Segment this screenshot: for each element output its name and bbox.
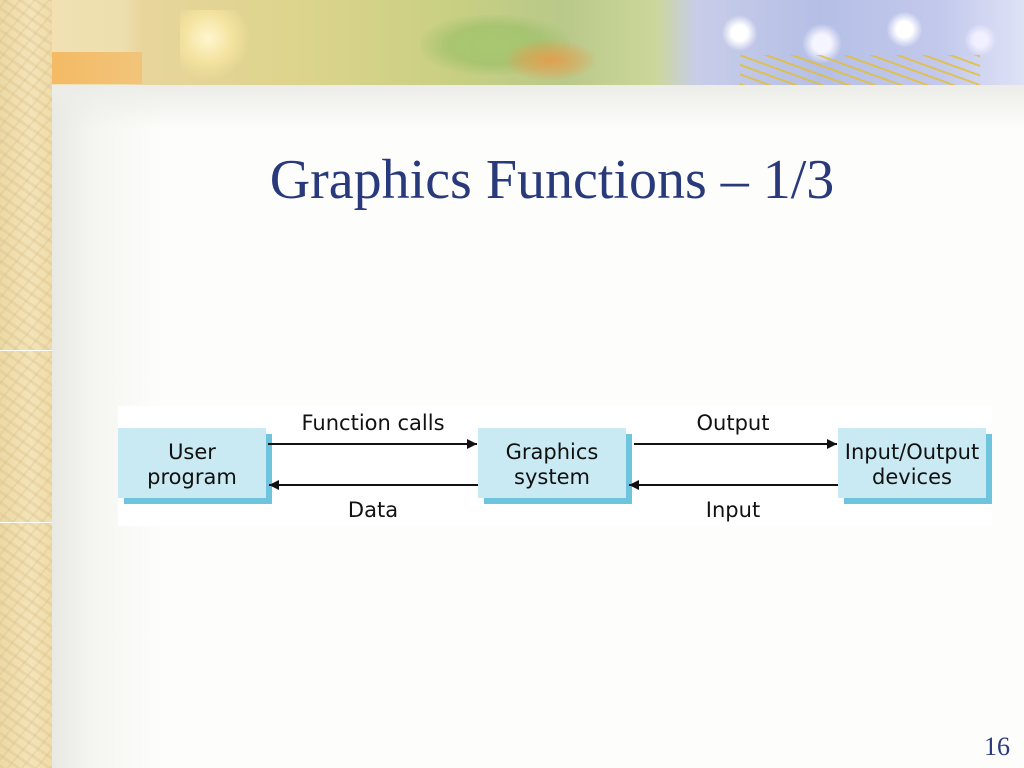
page-number: 16 xyxy=(984,732,1010,761)
graphics-system-label-line2: system xyxy=(514,465,590,489)
io-devices-box: Input/Output devices xyxy=(838,428,992,504)
function-calls-label: Function calls xyxy=(301,411,444,435)
decor-gold-wisps xyxy=(740,55,980,85)
slide-title: Graphics Functions – 1/3 xyxy=(269,149,835,211)
top-shadow xyxy=(52,85,1024,130)
graphics-system-diagram: User program Graphics system Input/Outpu… xyxy=(118,406,992,526)
output-label: Output xyxy=(697,411,770,435)
input-label: Input xyxy=(706,498,760,522)
user-program-label-line2: program xyxy=(147,465,237,489)
data-label: Data xyxy=(348,498,398,522)
io-devices-label-line1: Input/Output xyxy=(845,440,979,464)
decor-leaf xyxy=(180,10,250,80)
io-devices-label-line2: devices xyxy=(872,465,952,489)
user-program-label-line1: User xyxy=(168,440,216,464)
user-program-box: User program xyxy=(118,428,272,504)
graphics-system-box: Graphics system xyxy=(478,428,632,504)
left-parchment-strip xyxy=(0,0,52,768)
graphics-system-label-line1: Graphics xyxy=(506,440,599,464)
decor-leaf xyxy=(505,40,595,80)
